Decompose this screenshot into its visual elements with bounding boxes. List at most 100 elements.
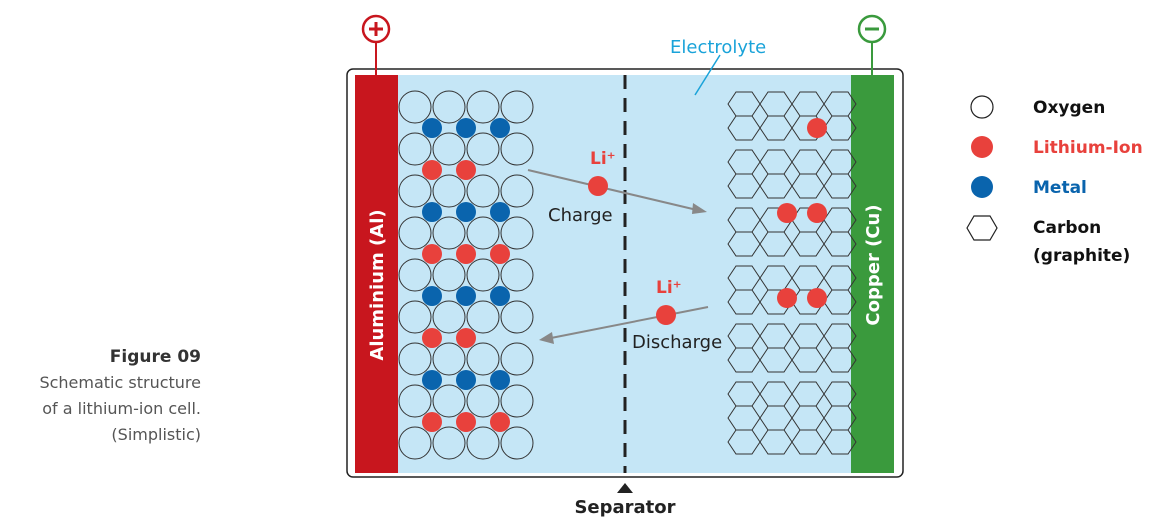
discharge-arrow (539, 306, 709, 344)
anode-label: Copper (Cu) (863, 204, 884, 325)
cathode-plate (355, 75, 398, 473)
oxygen-atom (398, 132, 432, 166)
charge-arrow (527, 169, 707, 214)
oxygen-atom (466, 426, 500, 460)
intercalated-lithium-atom (807, 288, 827, 308)
graphite-cell (823, 347, 857, 373)
metal-atom (456, 286, 476, 306)
ion-label-discharge: Li⁺ (656, 278, 682, 298)
oxygen-atom (500, 300, 534, 334)
oxygen-atom (432, 258, 466, 292)
oxygen-atom (466, 300, 500, 334)
intercalated-lithium-atom (777, 203, 797, 223)
lithium-atom (456, 160, 476, 180)
oxygen-atom (398, 426, 432, 460)
oxygen-atom (398, 216, 432, 250)
oxygen-atom (432, 90, 466, 124)
legend-label-graphite: (graphite) (1033, 246, 1130, 266)
oxygen-atom (398, 342, 432, 376)
lithium-ion-discharge (656, 305, 676, 325)
oxygen-atom (432, 384, 466, 418)
oxygen-atom (398, 174, 432, 208)
positive-terminal-icon (361, 14, 391, 44)
electrolyte-label: Electrolyte (670, 37, 766, 58)
oxygen-atom (432, 174, 466, 208)
metal-atom (490, 286, 510, 306)
lithium-atom (422, 244, 442, 264)
oxygen-atom (398, 300, 432, 334)
oxygen-atom (432, 132, 466, 166)
oxygen-atom (432, 342, 466, 376)
oxygen-atom (398, 258, 432, 292)
metal-atom (456, 370, 476, 390)
lithium-atom (422, 160, 442, 180)
oxygen-atom (432, 300, 466, 334)
figure-title: Figure 09 (109, 347, 201, 367)
oxygen-atom (466, 174, 500, 208)
oxygen-atom (500, 342, 534, 376)
intercalated-lithium-atom (777, 288, 797, 308)
legend-label-carbon: Carbon (1033, 218, 1101, 238)
oxygen-atom (500, 258, 534, 292)
oxygen-atom (466, 258, 500, 292)
anode-plate (851, 75, 894, 473)
lithium-ion-icon (971, 136, 993, 158)
figure-caption-line-1: Schematic structure (39, 373, 201, 392)
metal-atom (422, 370, 442, 390)
metal-atom (490, 370, 510, 390)
legend-label-oxygen: Oxygen (1033, 98, 1105, 118)
intercalated-lithium-atom (807, 118, 827, 138)
intercalated-lithium-atom (807, 203, 827, 223)
oxygen-atom (500, 216, 534, 250)
graphite-cell (823, 231, 857, 257)
metal-atom (456, 202, 476, 222)
oxygen-atom (500, 426, 534, 460)
legend-label-metal: Metal (1033, 178, 1087, 198)
oxygen-atom (398, 90, 432, 124)
metal-atom (422, 286, 442, 306)
graphite-cell (823, 429, 857, 455)
charge-label: Charge (548, 205, 613, 226)
figure-caption-line-3: (Simplistic) (111, 425, 201, 444)
lithium-atom (490, 244, 510, 264)
figure-caption-line-2: of a lithium-ion cell. (42, 399, 201, 418)
lithium-atom (422, 412, 442, 432)
oxygen-atom (500, 174, 534, 208)
negative-terminal-icon (857, 14, 887, 44)
metal-atom (456, 118, 476, 138)
separator-pointer-icon (617, 483, 633, 493)
metal-atom (422, 202, 442, 222)
metal-atom (490, 118, 510, 138)
cathode-label: Aluminium (Al) (367, 209, 388, 360)
oxygen-atom (432, 216, 466, 250)
lithium-atom (490, 412, 510, 432)
oxygen-atom (466, 216, 500, 250)
metal-atom (422, 118, 442, 138)
lithium-atom (422, 328, 442, 348)
metal-atom (490, 202, 510, 222)
lithium-atom (456, 244, 476, 264)
oxygen-icon (970, 95, 994, 119)
cathode-lattice (398, 90, 534, 460)
legend: Oxygen Lithium-Ion Metal Carbon (graphit… (966, 95, 1143, 266)
oxygen-atom (466, 342, 500, 376)
oxygen-atom (466, 90, 500, 124)
oxygen-atom (500, 90, 534, 124)
anode-lattice (727, 91, 857, 455)
oxygen-atom (466, 132, 500, 166)
lithium-ion-charge (588, 176, 608, 196)
legend-label-lithium-ion: Lithium-Ion (1033, 138, 1143, 158)
metal-icon (971, 176, 993, 198)
lithium-atom (456, 412, 476, 432)
lithium-atom (456, 328, 476, 348)
graphite-cell (823, 173, 857, 199)
figure-caption: Figure 09 Schematic structure of a lithi… (0, 344, 201, 448)
oxygen-atom (500, 132, 534, 166)
oxygen-atom (398, 384, 432, 418)
graphite-cell (823, 289, 857, 315)
electrolyte-pointer (694, 54, 721, 96)
discharge-label: Discharge (632, 332, 722, 353)
graphite-cell (823, 115, 857, 141)
separator-label: Separator (574, 497, 675, 518)
